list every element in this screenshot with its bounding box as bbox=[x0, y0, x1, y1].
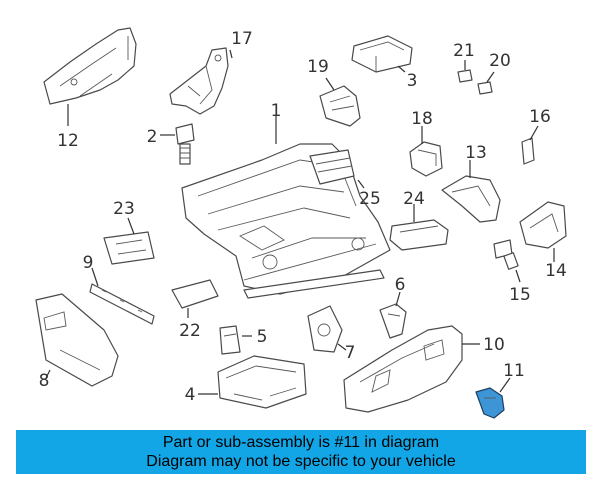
part-1-seat-frame[interactable] bbox=[181, 143, 391, 299]
callout-22: 22 bbox=[179, 321, 201, 341]
part-23-cover[interactable] bbox=[103, 231, 155, 265]
part-18-motor[interactable] bbox=[409, 141, 443, 177]
part-16-clip[interactable] bbox=[521, 137, 535, 165]
callout-7: 7 bbox=[345, 343, 356, 363]
part-20-cap[interactable] bbox=[477, 81, 493, 95]
part-12-backrest-frame[interactable] bbox=[43, 27, 137, 105]
part-3-control-module[interactable] bbox=[351, 35, 413, 73]
callout-8: 8 bbox=[39, 371, 50, 391]
leader-11 bbox=[499, 377, 511, 393]
part-10-side-shield[interactable] bbox=[343, 325, 463, 413]
part-24-housing[interactable] bbox=[389, 219, 449, 251]
callout-2: 2 bbox=[147, 127, 158, 147]
callout-6: 6 bbox=[395, 275, 406, 295]
leader-9 bbox=[91, 267, 99, 287]
banner-line-part: Part or sub-assembly is #11 in diagram bbox=[162, 434, 440, 451]
part-4-electronic-module[interactable] bbox=[217, 355, 307, 409]
callout-18: 18 bbox=[411, 109, 433, 129]
callout-25: 25 bbox=[359, 189, 381, 209]
part-15-bolt[interactable] bbox=[493, 239, 519, 270]
callout-5: 5 bbox=[257, 327, 268, 347]
part-25-trim[interactable] bbox=[309, 149, 355, 185]
callout-20: 20 bbox=[489, 51, 511, 71]
part-13-mechanism[interactable] bbox=[441, 175, 501, 223]
part-7-motor[interactable] bbox=[307, 305, 343, 353]
part-8-side-panel[interactable] bbox=[35, 293, 119, 387]
callout-15: 15 bbox=[509, 285, 531, 305]
callout-23: 23 bbox=[113, 199, 135, 219]
leader-6 bbox=[395, 291, 401, 307]
leader-23 bbox=[127, 217, 135, 235]
leader-25 bbox=[357, 179, 365, 189]
leader-8 bbox=[45, 369, 51, 379]
callout-19: 19 bbox=[307, 57, 329, 77]
part-19-cover[interactable] bbox=[319, 85, 361, 127]
leader-19 bbox=[325, 77, 335, 91]
part-21-cap[interactable] bbox=[457, 69, 473, 83]
leader-3 bbox=[397, 65, 406, 73]
callout-21: 21 bbox=[453, 41, 475, 61]
leader-16 bbox=[529, 125, 539, 141]
part-6-knob[interactable] bbox=[379, 303, 407, 339]
part-11-highlighted[interactable] bbox=[475, 387, 505, 419]
callout-17: 17 bbox=[231, 29, 253, 49]
part-17-bracket[interactable] bbox=[169, 47, 229, 115]
part-9-strip[interactable] bbox=[89, 283, 155, 325]
part-14-bracket[interactable] bbox=[519, 201, 567, 249]
info-banner: Part or sub-assembly is #11 in diagram D… bbox=[16, 430, 586, 474]
exploded-parts-diagram: 12 17 2 3 21 bbox=[35, 27, 567, 419]
part-5-switch[interactable] bbox=[219, 325, 241, 355]
callout-1: 1 bbox=[271, 101, 282, 121]
banner-line-disclaimer: Diagram may not be specific to your vehi… bbox=[146, 453, 456, 470]
callout-14: 14 bbox=[545, 261, 567, 281]
leader-15 bbox=[515, 269, 521, 283]
leader-7 bbox=[337, 343, 347, 351]
callout-9: 9 bbox=[83, 253, 94, 273]
part-22-trim[interactable] bbox=[171, 279, 219, 309]
callout-3: 3 bbox=[407, 71, 418, 91]
callout-24: 24 bbox=[403, 189, 425, 209]
part-2-bolt[interactable] bbox=[175, 123, 195, 165]
callout-11: 11 bbox=[503, 361, 525, 381]
callout-10: 10 bbox=[483, 335, 505, 355]
callout-12: 12 bbox=[57, 131, 79, 151]
callout-13: 13 bbox=[465, 143, 487, 163]
callout-16: 16 bbox=[529, 107, 551, 127]
leader-17 bbox=[229, 49, 233, 59]
callout-4: 4 bbox=[185, 385, 196, 405]
leader-20 bbox=[486, 71, 495, 83]
